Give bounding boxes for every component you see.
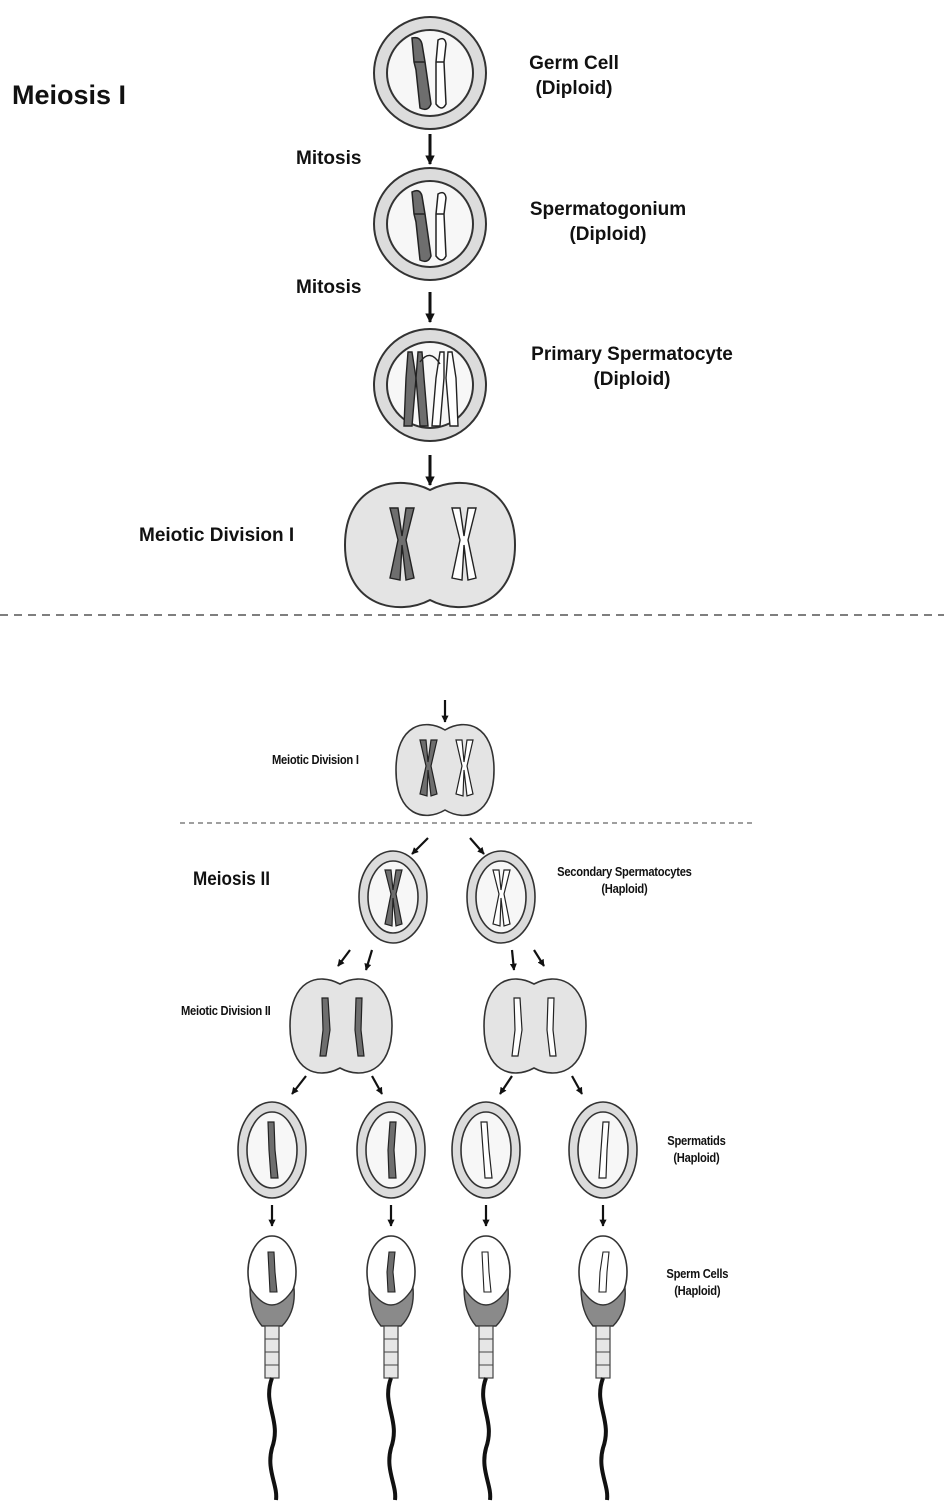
secondary-spermatocytes-label-line1: Secondary Spermatocytes	[557, 864, 692, 879]
mitosis-label-1: Mitosis	[296, 148, 362, 169]
spermatids-label-line2: (Haploid)	[673, 1149, 720, 1165]
spermatids-label: Spermatids (Haploid)	[662, 1133, 731, 1167]
chromosome-light	[435, 37, 447, 109]
primary-spermatocyte-label-line1: Primary Spermatocyte	[531, 344, 733, 365]
spermatid-2	[356, 1101, 426, 1199]
germ-cell-label-line1: Germ Cell	[529, 53, 619, 74]
mitosis-label-2: Mitosis	[296, 277, 362, 298]
arrow	[499, 1075, 513, 1095]
meiotic-division-1-cell	[343, 481, 517, 609]
meiotic-division-2-cell-right	[483, 978, 587, 1074]
spermatid-3	[451, 1101, 521, 1199]
spermatid-1	[237, 1101, 307, 1199]
arrow	[469, 837, 485, 855]
sperm-cell-3	[461, 1235, 511, 1501]
primary-spermatocyte-label: Primary Spermatocyte (Diploid)	[518, 343, 746, 392]
secondary-spermatocyte-dark	[358, 850, 428, 944]
meiotic-division-2-cell-left	[289, 978, 393, 1074]
meiosis-2-title: Meiosis II	[193, 869, 270, 890]
primary-spermatocyte-label-line2: (Diploid)	[593, 368, 671, 390]
sperm-cell-1	[247, 1235, 297, 1501]
sperm-cells-label: Sperm Cells (Haploid)	[662, 1266, 733, 1300]
spermatogonium-label-line2: (Diploid)	[569, 223, 647, 245]
spermatogonium-label: Spermatogonium (Diploid)	[518, 198, 698, 247]
spermatogonium-cell	[373, 167, 487, 281]
germ-cell-label-line2: (Diploid)	[535, 77, 613, 99]
chromosome-dark	[411, 36, 432, 111]
germ-cell-label: Germ Cell (Diploid)	[518, 52, 630, 101]
spermatogonium-label-line1: Spermatogonium	[529, 199, 687, 220]
meiotic-division-2-label: Meiotic Division II	[181, 1003, 271, 1018]
meiotic-division-1-small-cell	[395, 723, 495, 817]
arrow	[371, 1075, 383, 1095]
germ-cell	[373, 16, 487, 130]
meiosis-1-title: Meiosis I	[12, 80, 127, 110]
arrow	[291, 1075, 307, 1095]
spermatid-4	[568, 1101, 638, 1199]
arrow	[509, 949, 517, 971]
spermatids-label-line1: Spermatids	[667, 1133, 726, 1148]
arrow	[411, 837, 429, 855]
sperm-cells-label-line1: Sperm Cells	[666, 1266, 729, 1281]
sperm-cells-label-line2: (Haploid)	[674, 1282, 721, 1298]
secondary-spermatocytes-label: Secondary Spermatocytes (Haploid)	[547, 864, 702, 898]
arrow	[364, 949, 374, 971]
meiotic-division-1-label: Meiotic Division I	[139, 525, 295, 546]
arrow	[337, 949, 351, 967]
sperm-cell-4	[578, 1235, 628, 1501]
primary-spermatocyte-cell	[373, 328, 487, 442]
secondary-spermatocytes-label-line2: (Haploid)	[601, 880, 648, 896]
arrow	[571, 1075, 583, 1095]
arrow	[533, 949, 545, 967]
sperm-cell-2	[366, 1235, 416, 1501]
secondary-spermatocyte-light	[466, 850, 536, 944]
meiotic-division-1-small-label: Meiotic Division I	[272, 752, 359, 767]
